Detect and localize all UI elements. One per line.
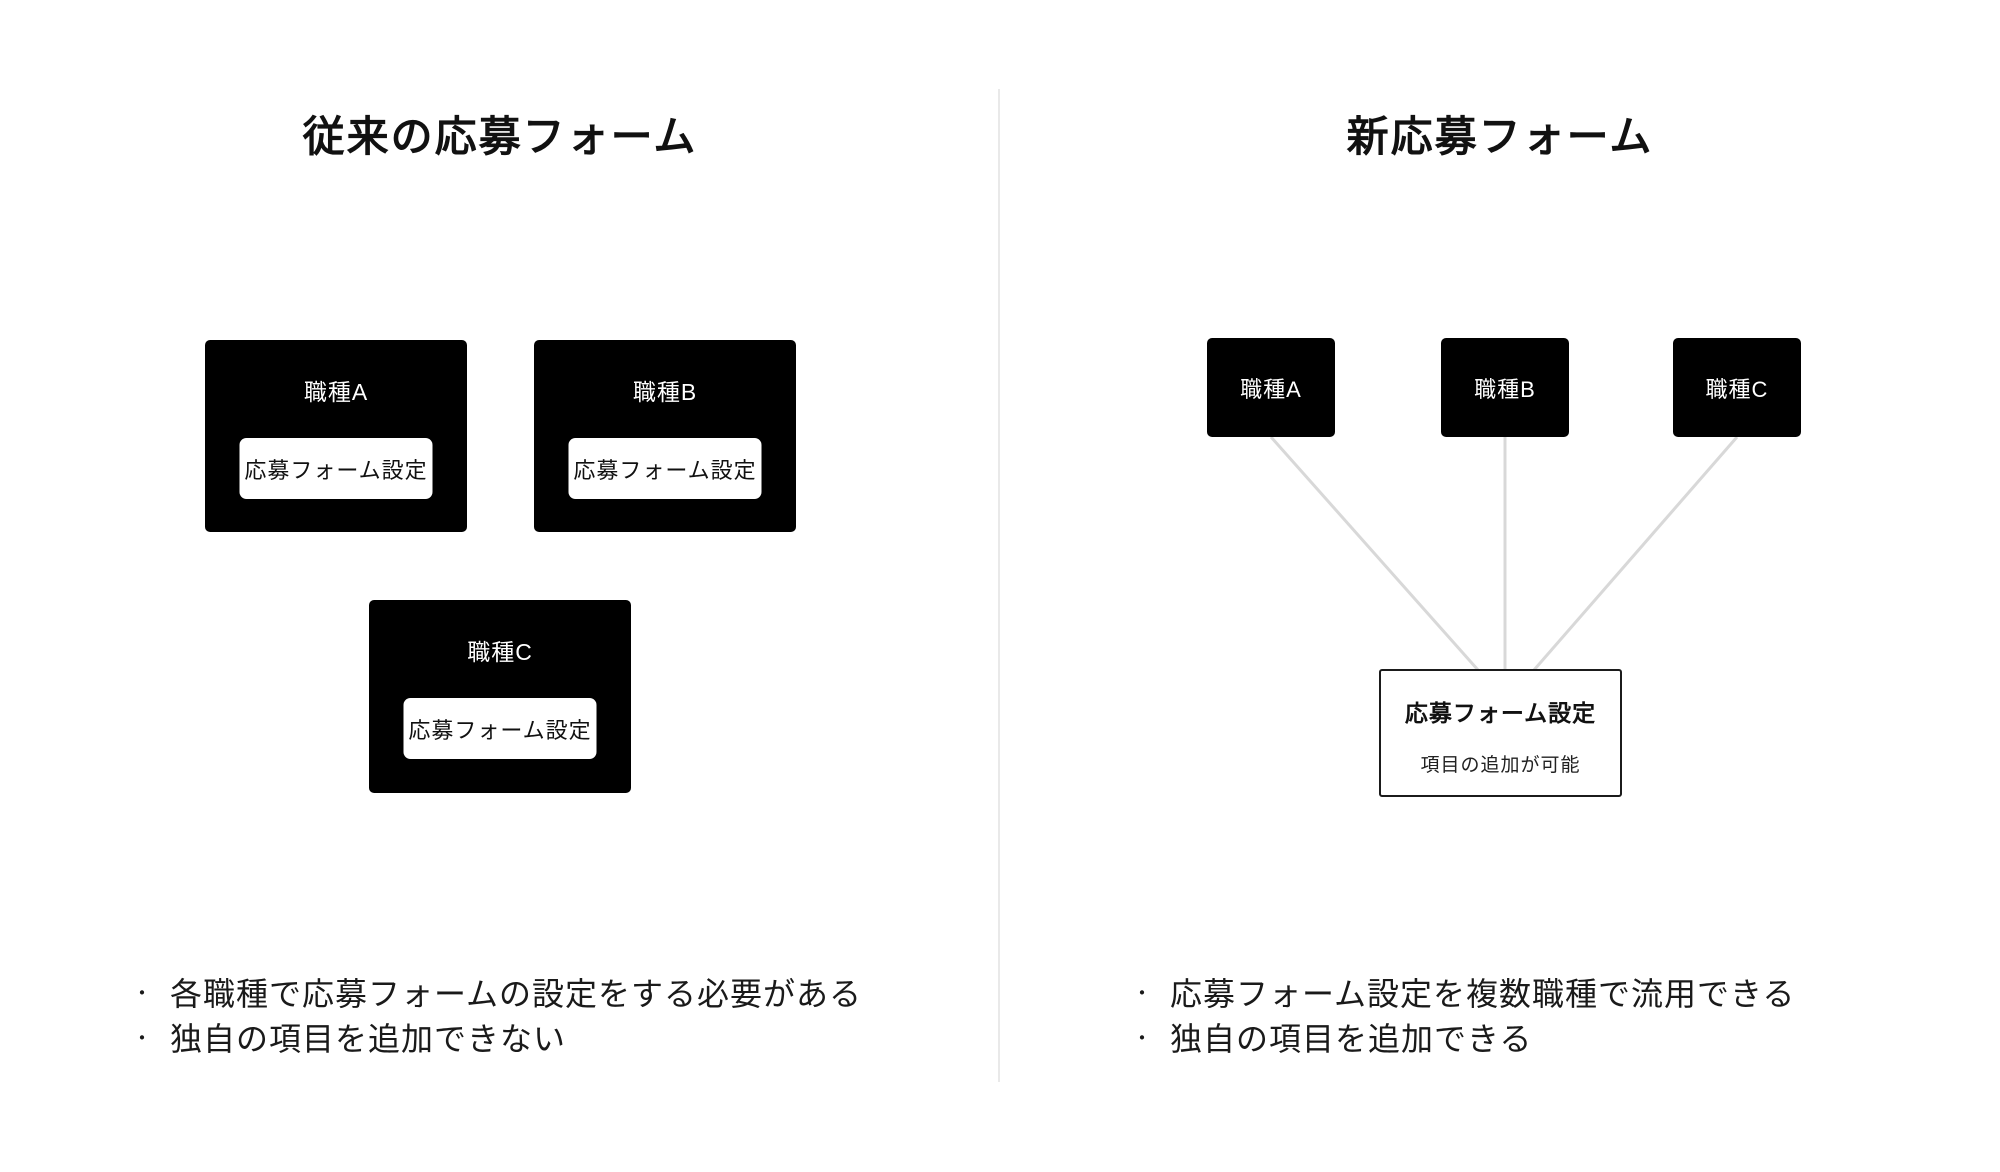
shared-setting-title: 応募フォーム設定	[1404, 700, 1597, 726]
bullet-dot: ・	[132, 983, 153, 1005]
right-job-box-b: 職種B	[1441, 338, 1569, 437]
connector-line-job-c	[1532, 436, 1739, 671]
note-text: 各職種で応募フォームの設定をする必要がある	[170, 976, 863, 1012]
connector-line-job-a	[1269, 436, 1480, 671]
right-notes-list: ・ 応募フォーム設定を複数職種で流用できる ・ 独自の項目を追加できる	[1132, 972, 1795, 1062]
left-notes-list: ・ 各職種で応募フォームの設定をする必要がある ・ 独自の項目を追加できない	[132, 972, 862, 1062]
panel-divider	[998, 89, 1000, 1082]
note-text: 独自の項目を追加できる	[1170, 1021, 1533, 1057]
shared-form-setting-box: 応募フォーム設定 項目の追加が可能	[1379, 669, 1622, 797]
bullet-dot: ・	[1132, 983, 1153, 1005]
left-job-box-a: 職種A 応募フォーム設定	[205, 340, 467, 532]
job-label: 職種A	[303, 379, 369, 405]
job-label: 職種C	[467, 639, 533, 665]
left-job-box-b: 職種B 応募フォーム設定	[534, 340, 796, 532]
bullet-dot: ・	[1132, 1028, 1153, 1050]
shared-setting-subtitle: 項目の追加が可能	[1420, 755, 1581, 776]
note-text: 独自の項目を追加できない	[170, 1021, 567, 1057]
note-text: 応募フォーム設定を複数職種で流用できる	[1170, 976, 1796, 1012]
right-panel-title: 新応募フォーム	[1346, 113, 1654, 160]
note-item: ・ 独自の項目を追加できない	[132, 1017, 862, 1062]
right-job-box-a: 職種A	[1207, 338, 1335, 437]
right-job-box-c: 職種C	[1673, 338, 1801, 437]
note-item: ・ 各職種で応募フォームの設定をする必要がある	[132, 972, 862, 1017]
bullet-dot: ・	[132, 1028, 153, 1050]
form-setting-chip: 応募フォーム設定	[568, 438, 762, 499]
note-item: ・ 独自の項目を追加できる	[1132, 1017, 1795, 1062]
job-label: 職種B	[632, 379, 698, 405]
form-setting-chip: 応募フォーム設定	[403, 698, 597, 759]
left-job-box-c: 職種C 応募フォーム設定	[369, 600, 631, 793]
note-item: ・ 応募フォーム設定を複数職種で流用できる	[1132, 972, 1795, 1017]
form-setting-chip: 応募フォーム設定	[239, 438, 433, 499]
left-panel-title: 従来の応募フォーム	[302, 113, 698, 160]
